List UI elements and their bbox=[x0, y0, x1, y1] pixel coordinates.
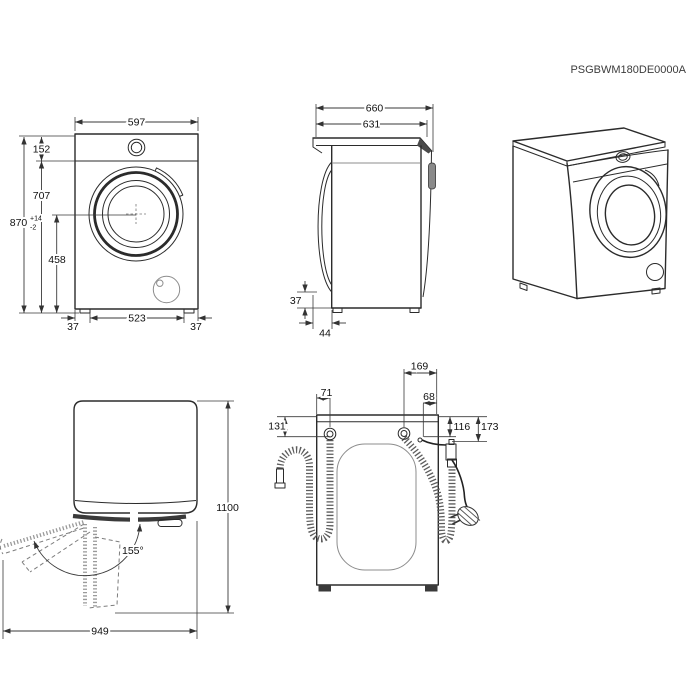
door-bulge-inner bbox=[321, 169, 333, 286]
drain-hose bbox=[276, 440, 334, 543]
door-bulge-outer bbox=[317, 161, 333, 293]
inlet-valve-detail bbox=[428, 162, 436, 190]
side-view-dimensions: 660 631 37 44 bbox=[288, 101, 434, 342]
perspective-drawing bbox=[512, 127, 669, 300]
dim-height-tol-minus: -2 bbox=[30, 225, 36, 232]
top-view-dimensions: 1100 949 155° bbox=[2, 400, 241, 640]
front-view-dimensions: 597 152 707 870 +14 -2 458 37 523 37 bbox=[8, 115, 212, 335]
dim-total-depth: 660 bbox=[366, 103, 384, 115]
front-view-drawing bbox=[74, 133, 199, 314]
dim-front-width: 597 bbox=[128, 117, 146, 129]
drum-center-crosshair bbox=[126, 204, 146, 224]
dim-open-depth: 1100 bbox=[216, 502, 239, 514]
dim-lower-section: 707 bbox=[33, 190, 51, 202]
side-right-foot bbox=[409, 307, 420, 313]
dim-cord-offset: 68 bbox=[423, 391, 435, 403]
dim-height-tol-plus: +14 bbox=[30, 216, 42, 223]
drain-hose-fitting bbox=[323, 427, 337, 441]
program-knob bbox=[127, 138, 146, 157]
dim-open-width: 949 bbox=[91, 626, 109, 638]
inlet-hose-fitting bbox=[397, 427, 411, 440]
dim-door-protrusion: 44 bbox=[319, 328, 331, 340]
side-left-foot bbox=[332, 307, 343, 313]
drain-hose-end bbox=[274, 468, 286, 489]
dim-drain-drop: 131 bbox=[268, 421, 286, 433]
dim-door-clearance: 37 bbox=[290, 295, 302, 307]
door-handle bbox=[154, 167, 184, 197]
perspective-view bbox=[512, 127, 669, 300]
dim-door-angle: 155° bbox=[122, 545, 144, 557]
door-outline bbox=[88, 166, 184, 262]
dim-cord-drop: 116 bbox=[454, 421, 471, 433]
top-view: 1100 949 155° bbox=[0, 400, 241, 640]
back-view-drawing bbox=[274, 414, 481, 592]
dim-foot-inset-left: 37 bbox=[67, 321, 79, 333]
door-swing-arc bbox=[33, 523, 143, 577]
dim-feet-distance: 523 bbox=[128, 313, 146, 325]
plug-prongs bbox=[450, 513, 461, 525]
perspective-pump-door bbox=[646, 263, 664, 281]
side-view-drawing bbox=[312, 137, 436, 313]
perspective-foot-left bbox=[519, 282, 528, 291]
front-view: 597 152 707 870 +14 -2 458 37 523 37 bbox=[8, 115, 212, 335]
back-right-foot bbox=[425, 585, 438, 592]
door-handle-notch bbox=[130, 512, 138, 522]
dim-body-depth: 631 bbox=[363, 119, 381, 131]
perspective-knob bbox=[615, 151, 631, 163]
back-view: 169 71 68 131 116 173 bbox=[266, 359, 501, 592]
back-view-dimensions: 169 71 68 131 116 173 bbox=[266, 359, 501, 442]
power-plug bbox=[450, 506, 481, 526]
control-panel-line bbox=[572, 163, 668, 183]
front-left-foot bbox=[79, 308, 91, 314]
dim-drain-offset: 71 bbox=[321, 387, 333, 399]
dim-plug-drop: 173 bbox=[481, 421, 499, 433]
tub-outline bbox=[336, 443, 417, 571]
handle-recess-tab bbox=[157, 519, 183, 527]
cord-anchor bbox=[417, 437, 423, 443]
document-code: PSGBWM180DE0000A bbox=[570, 64, 686, 76]
cord-bracket bbox=[445, 443, 457, 461]
dim-inlet-offset: 169 bbox=[411, 361, 429, 373]
perspective-foot-right bbox=[651, 287, 661, 295]
dim-foot-inset-right: 37 bbox=[190, 321, 202, 333]
inlet-hose-end bbox=[447, 458, 457, 468]
front-right-foot bbox=[183, 308, 195, 314]
dim-drum-center: 458 bbox=[48, 254, 66, 266]
dim-top-section: 152 bbox=[33, 144, 51, 156]
power-cord bbox=[451, 459, 469, 509]
door-open-155 bbox=[0, 527, 85, 555]
pump-access-door bbox=[152, 275, 181, 304]
door-open-mid bbox=[21, 523, 91, 573]
perspective-door-handle bbox=[644, 169, 660, 187]
front-left-corner bbox=[566, 162, 578, 300]
dim-total-height: 870 bbox=[10, 217, 28, 229]
top-lid bbox=[512, 127, 666, 162]
inlet-hose bbox=[401, 435, 456, 545]
back-left-foot bbox=[318, 585, 331, 592]
side-view: 660 631 37 44 bbox=[288, 101, 436, 342]
perspective-door bbox=[589, 165, 667, 259]
door-open-90 bbox=[87, 536, 121, 609]
top-view-drawing bbox=[0, 400, 198, 609]
